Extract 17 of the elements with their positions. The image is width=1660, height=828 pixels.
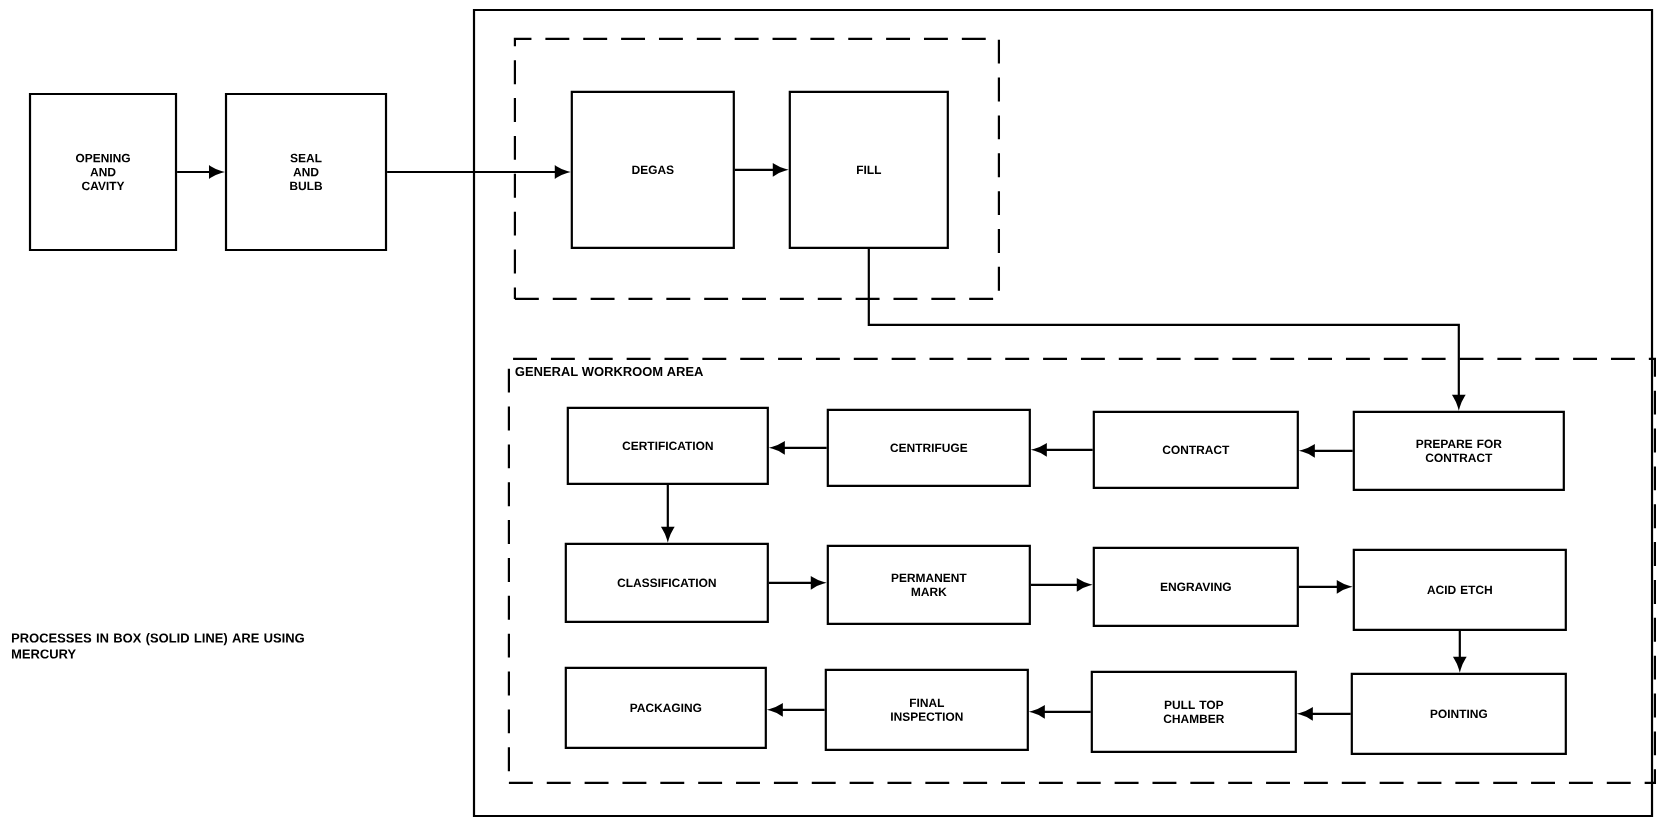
- arrow: [1031, 705, 1091, 718]
- arrow: [661, 484, 674, 540]
- arrow: [1030, 578, 1090, 591]
- arrow: [1301, 444, 1353, 457]
- arrow: [177, 166, 223, 178]
- arrow: [867, 248, 1465, 408]
- arrow: [768, 576, 824, 589]
- dashed-group-frame: [513, 37, 1000, 300]
- arrow: [771, 441, 827, 454]
- arrow: [1298, 580, 1350, 593]
- arrow: [734, 163, 786, 176]
- arrow: [387, 166, 568, 178]
- arrow: [1033, 443, 1093, 456]
- arrow: [769, 703, 825, 716]
- arrow: [1453, 630, 1466, 670]
- mercury-process-frame: [472, 8, 1654, 818]
- arrow: [1299, 707, 1351, 720]
